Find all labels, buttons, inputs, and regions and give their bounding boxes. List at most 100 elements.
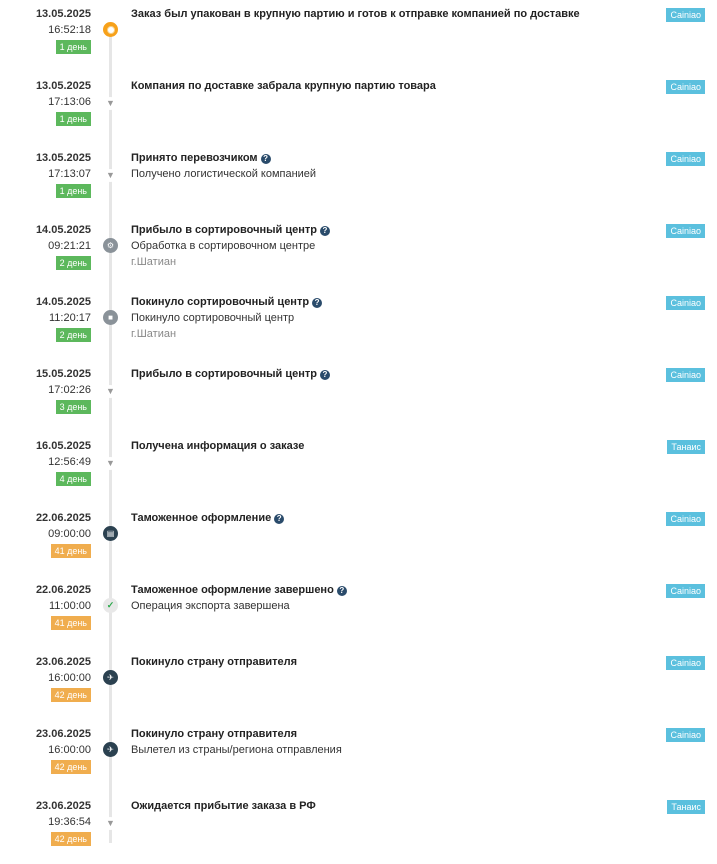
timeline-event: 14.05.2025 11:20:17 2 день ■ Покинуло сортир… [0, 288, 717, 360]
event-title-text: Покинуло страну отправителя [131, 656, 298, 668]
event-title: Прибыло в сортировочный центр? [131, 368, 330, 380]
event-title-text: Покинуло сортировочный центр [131, 296, 310, 308]
event-description: Обработка в сортировочном центре [131, 240, 316, 252]
airplane-icon: ✈ [103, 670, 118, 685]
days-badge: 1 день [55, 112, 91, 126]
event-time: 09:21:21 [48, 240, 91, 252]
timeline-event: 14.05.2025 09:21:21 2 день ⚙ Прибыло в сорти… [0, 216, 717, 288]
help-icon[interactable]: ? [336, 586, 347, 596]
event-date: 22.06.2025 [35, 512, 91, 524]
event-title-text: Ожидается прибытие заказа в РФ [131, 800, 316, 812]
days-badge: 1 день [55, 184, 91, 198]
event-title: Таможенное оформление? [131, 512, 285, 524]
event-description: Получено логистической компанией [131, 168, 317, 180]
event-description: Операция экспорта завершена [131, 600, 290, 612]
event-title-text: Заказ был упакован в крупную партию и го… [131, 8, 580, 20]
days-badge: 3 день [55, 400, 91, 414]
help-icon[interactable]: ? [260, 154, 271, 164]
customs-document-icon: ▤ [103, 526, 118, 541]
event-time: 17:13:06 [48, 96, 91, 108]
help-icon[interactable]: ? [319, 370, 330, 380]
event-date: 23.06.2025 [35, 728, 91, 740]
days-badge: 4 день [55, 472, 91, 486]
event-title-text: Компания по доставке забрала крупную пар… [131, 80, 436, 92]
event-time: 11:20:17 [48, 312, 91, 324]
timeline-event: 16.05.2025 12:56:49 4 день ▼ Получена информ… [0, 432, 717, 504]
event-title-text: Прибыло в сортировочный центр [131, 224, 317, 236]
carrier-badge: Cainiao [666, 296, 705, 310]
check-icon: ✓ [103, 598, 118, 613]
event-date: 13.05.2025 [35, 8, 91, 20]
sorting-center-icon: ⚙ [103, 238, 118, 253]
event-title: Ожидается прибытие заказа в РФ [131, 800, 316, 812]
help-icon[interactable]: ? [312, 298, 323, 308]
carrier-badge: Cainiao [666, 584, 705, 598]
event-description: Покинуло сортировочный центр [131, 312, 295, 324]
event-title: Покинуло страну отправителя [131, 656, 297, 668]
event-title: Заказ был упакован в крупную партию и го… [131, 8, 580, 20]
event-date: 23.06.2025 [35, 800, 91, 812]
event-title: Компания по доставке забрала крупную пар… [131, 80, 436, 92]
event-date: 16.05.2025 [35, 440, 91, 452]
event-date: 14.05.2025 [35, 296, 91, 308]
event-title-text: Прибыло в сортировочный центр [131, 368, 317, 380]
timeline-event: 13.05.2025 17:13:06 1 день ▼ Компания по дос… [0, 72, 717, 144]
days-badge: 42 день [50, 832, 91, 846]
event-title-text: Покинуло страну отправителя [131, 728, 298, 740]
event-time: 16:52:18 [48, 24, 91, 36]
event-title: Покинуло страну отправителя [131, 728, 297, 740]
timeline-line [109, 26, 112, 843]
package-icon [103, 22, 118, 37]
event-title-text: Принято перевозчиком [131, 152, 258, 164]
carrier-badge: Cainiao [666, 80, 705, 94]
carrier-badge: Cainiao [666, 368, 705, 382]
chevron-down-icon: ▼ [104, 817, 117, 830]
event-time: 19:36:54 [48, 816, 91, 828]
event-date: 13.05.2025 [35, 80, 91, 92]
event-date: 23.06.2025 [35, 656, 91, 668]
timeline-event: 22.06.2025 09:00:00 41 день ▤ Таможенное офо… [0, 504, 717, 576]
event-time: 17:13:07 [48, 168, 91, 180]
carrier-badge: Cainiao [666, 728, 705, 742]
event-date: 13.05.2025 [35, 152, 91, 164]
carrier-badge: Танаис [667, 440, 705, 454]
event-title: Прибыло в сортировочный центр? [131, 224, 330, 236]
help-icon[interactable]: ? [274, 514, 285, 524]
days-badge: 1 день [55, 40, 91, 54]
airplane-icon: ✈ [103, 742, 118, 757]
event-title: Принято перевозчиком? [131, 152, 271, 164]
event-date: 14.05.2025 [35, 224, 91, 236]
event-time: 12:56:49 [48, 456, 91, 468]
truck-icon: ■ [103, 310, 118, 325]
event-date: 15.05.2025 [35, 368, 91, 380]
carrier-badge: Cainiao [666, 152, 705, 166]
event-time: 16:00:00 [48, 672, 91, 684]
days-badge: 42 день [50, 760, 91, 774]
carrier-badge: Cainiao [666, 224, 705, 238]
event-title: Получена информация о заказе [131, 440, 304, 452]
event-title-text: Таможенное оформление завершено [131, 584, 334, 596]
tracking-timeline: 13.05.2025 16:52:18 1 день Заказ был упаков… [0, 0, 717, 846]
event-title: Таможенное оформление завершено? [131, 584, 347, 596]
event-time: 11:00:00 [48, 600, 91, 612]
timeline-event: 23.06.2025 19:36:54 42 день ▼ Ожидается приб… [0, 792, 717, 864]
days-badge: 2 день [55, 328, 91, 342]
carrier-badge: Танаис [667, 800, 705, 814]
carrier-badge: Cainiao [666, 656, 705, 670]
chevron-down-icon: ▼ [104, 457, 117, 470]
event-location: г.Шатиан [131, 328, 177, 340]
help-icon[interactable]: ? [319, 226, 330, 236]
days-badge: 41 день [50, 616, 91, 630]
chevron-down-icon: ▼ [104, 97, 117, 110]
event-title: Покинуло сортировочный центр? [131, 296, 323, 308]
event-description: Вылетел из страны/региона отправления [131, 744, 342, 756]
days-badge: 41 день [50, 544, 91, 558]
days-badge: 2 день [55, 256, 91, 270]
timeline-event: 13.05.2025 16:52:18 1 день Заказ был упаков… [0, 0, 717, 72]
event-time: 09:00:00 [48, 528, 91, 540]
event-title-text: Таможенное оформление [131, 512, 272, 524]
